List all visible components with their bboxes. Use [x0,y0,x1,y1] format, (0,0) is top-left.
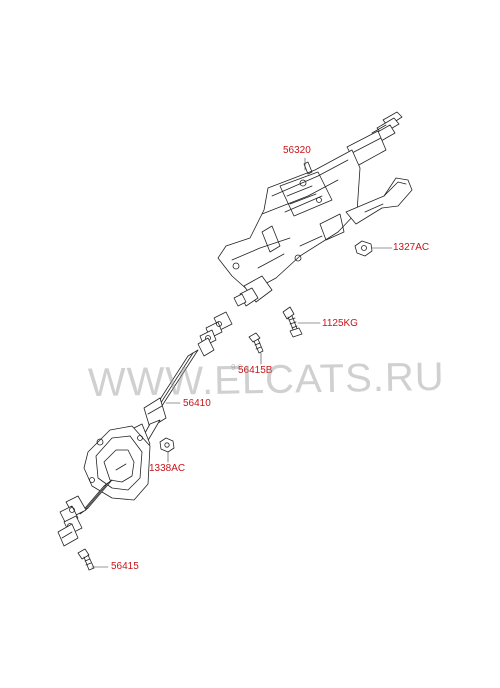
part-label-1125kg: 1125KG [322,318,358,329]
part-label-1338ac: 1338AC [149,463,186,474]
lower-universal-joint [57,495,87,547]
bolt-56415b [248,332,264,354]
part-label-56320: 56320 [283,145,311,156]
faint-mark: 9 0 [231,363,243,372]
nut-1327ac [354,240,373,257]
part-label-1327ac: 1327AC [393,242,430,253]
bolt-56415 [77,548,95,571]
part-label-56415b: 56415B [238,365,273,376]
watermark: WWW.ELCATS.RU [87,354,446,406]
dash-boot-cover [83,425,151,501]
part-label-56410: 56410 [183,398,211,409]
bolt-1125kg [282,306,303,338]
steering-column-upper [217,111,413,307]
upper-universal-joint [197,311,233,357]
leader-lines [91,157,393,568]
part-label-56415: 56415 [111,561,139,572]
lower-shaft [79,479,113,515]
nut-1338ac [159,437,175,453]
